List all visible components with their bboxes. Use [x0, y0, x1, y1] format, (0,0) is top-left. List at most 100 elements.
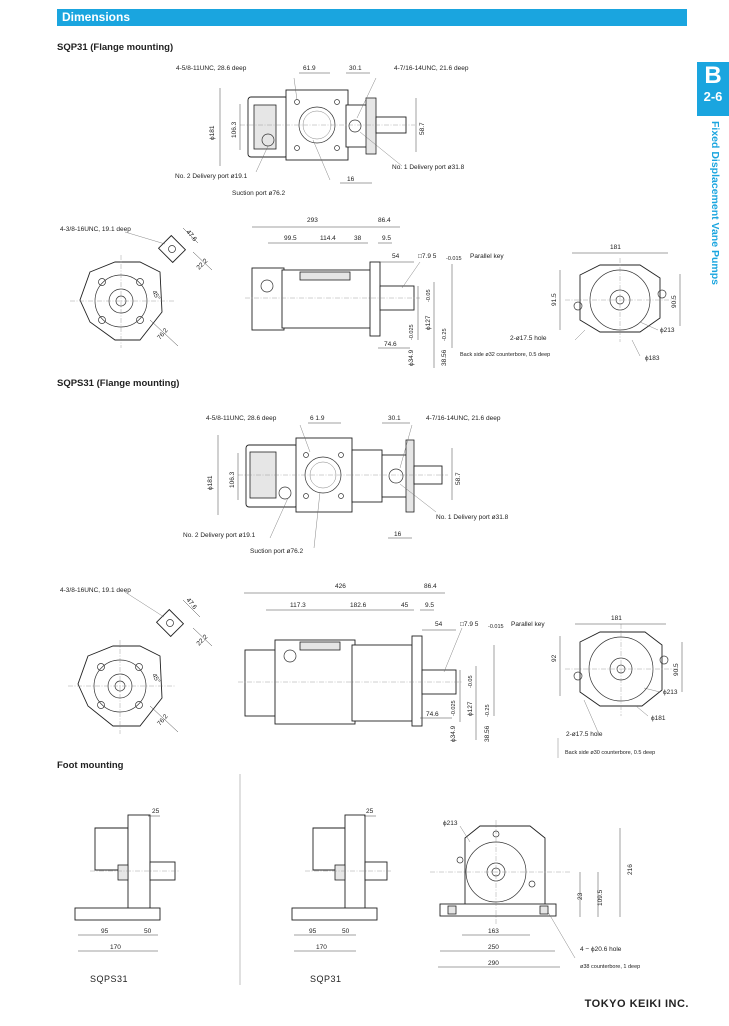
sqp31-tap1: 4-5/8-11UNC, 28.6 deep	[176, 65, 247, 72]
sqp31-dim-91-5: 91.5	[551, 293, 558, 306]
sqps31-dim-182-6: 182.6	[350, 602, 367, 609]
foot-left-d95: 95	[101, 928, 109, 935]
sqps31-tap2: 4-7/16-14UNC, 21.6 deep	[426, 415, 501, 422]
sqps31-key-tol: -0.015	[488, 624, 504, 630]
foot-front-view: ϕ213 216 109.5 23 163 250 290 4 − ϕ20.6 …	[430, 820, 640, 970]
sqps31-dim-phi127: ϕ127	[467, 701, 474, 716]
sqp31-dim-114-4: 114.4	[320, 235, 336, 242]
chapter-page: 2-6	[703, 89, 723, 104]
foot-mid-d95: 95	[309, 928, 317, 935]
sqps31-dim-38-56-tol: -0.25	[485, 704, 491, 717]
foot-right-d163: 163	[488, 928, 499, 935]
sqps31-dim-38-56: 38.56	[484, 725, 491, 742]
sqp31-title: SQP31 (Flange mounting)	[57, 42, 174, 53]
sqps31-dim-74-6: 74.6	[426, 711, 439, 718]
sqps31-dim-45b: 45	[401, 602, 409, 609]
sqp31-dim-61-9: 61.9	[303, 65, 316, 72]
sqp31-tap2: 4-7/16-14UNC, 21.6 deep	[394, 65, 469, 72]
foot-right-counterbore: ø38 counterbore, 1 deep	[580, 964, 640, 970]
sqps31-dim-phi34-9-tol: -0.025	[451, 700, 457, 716]
foot-mid-d25: 25	[366, 808, 374, 815]
sqp31-key: □7.9 5	[418, 253, 437, 260]
sqps31-dim-86-4: 86.4	[424, 583, 437, 590]
sqps31-dim-22-2: 22.2	[195, 633, 209, 647]
foot-right-d250: 250	[488, 944, 499, 951]
sqp31-hole: 2-ø17.5 hole	[510, 335, 547, 342]
sqps31-dim-92: 92	[551, 654, 558, 662]
foot-left-d170: 170	[110, 944, 121, 951]
sqp31-delivery2: No. 2 Delivery port ø19.1	[175, 173, 248, 180]
sqps31-hole: 2-ø17.5 hole	[566, 731, 603, 738]
sqps31-tap1: 4-5/8-11UNC, 28.6 deep	[206, 415, 277, 422]
sqps31-dim-phi181b: ϕ181	[651, 715, 666, 722]
foot-mounting-title: Foot mounting	[57, 760, 124, 771]
sqp31-dim-86-4: 86.4	[378, 217, 391, 224]
sqps31-dim-16: 16	[394, 531, 402, 538]
sqp31-side-view: 293 86.4 99.5 114.4 38 9.5 54 □7.9 5 -0.…	[245, 217, 504, 368]
sqp31-dim-74-6: 74.6	[384, 341, 397, 348]
foot-mid-d170: 170	[316, 944, 327, 951]
sqps31-key: □7.9 5	[460, 621, 479, 628]
sqp31-dim-38-56-tol: -0.25	[442, 328, 448, 341]
sqp31-dim-22-2: 22.2	[195, 257, 209, 271]
sqps31-dim-54: 54	[435, 621, 443, 628]
sqps31-title: SQPS31 (Flange mounting)	[57, 378, 180, 389]
foot-left-d25: 25	[152, 808, 160, 815]
section-header-bar: Dimensions	[57, 9, 687, 26]
sqps31-dim-76-2: 76.2	[156, 713, 170, 727]
sqp31-dim-9-5: 9.5	[382, 235, 391, 242]
foot-right-d290: 290	[488, 960, 499, 967]
sqps31-rear-flange: 181 92 90.5 ϕ213 ϕ181 2-ø17.5 hole Back …	[551, 615, 683, 758]
company-name: TOKYO KEIKI INC.	[584, 998, 689, 1010]
sqp31-dim-90-5: 90.5	[671, 295, 678, 308]
sqp31-dim-phi181: ϕ181	[209, 125, 216, 140]
sqps31-dim-47-6: 47.6	[184, 597, 198, 611]
sqps31-dim-9-5: 9.5	[425, 602, 434, 609]
sqps31-dim-426: 426	[335, 583, 346, 590]
sqp31-dim-181: 181	[610, 244, 621, 251]
sqp31-suction: Suction port ø76.2	[232, 190, 285, 197]
sqps31-key-label: Parallel key	[511, 621, 545, 628]
foot-right-phi213: ϕ213	[443, 820, 458, 827]
foot-mid-d50: 50	[342, 928, 350, 935]
sqp31-rear-flange: 181 91.5 90.5 2-ø17.5 hole Back side ø32…	[460, 244, 681, 362]
sqps31-dim-117-3: 117.3	[290, 602, 306, 609]
foot-right-hole: 4 − ϕ20.6 hole	[580, 946, 622, 953]
sqps31-dim-30-1: 30.1	[388, 415, 401, 422]
sqps31-dim-90-5: 90.5	[673, 663, 680, 676]
sqp31-dim-293: 293	[307, 217, 318, 224]
foot-left-caption: SQPS31	[90, 974, 128, 984]
sqp31-tap3: 4-3/8-16UNC, 19.1 deep	[60, 226, 131, 233]
foot-right-d109-5: 109.5	[597, 889, 604, 906]
foot-right-d216: 216	[627, 864, 634, 875]
sqps31-tap3: 4-3/8-16UNC, 19.1 deep	[60, 587, 131, 594]
sqp31-dim-phi213: ϕ213	[660, 327, 675, 334]
chapter-letter: B	[704, 62, 722, 89]
sqps31-dim-phi213: ϕ213	[663, 689, 678, 696]
sqp31-dim-38: 38	[354, 235, 362, 242]
chapter-tab: B 2-6	[697, 62, 729, 116]
sqp31-dim-106-3: 106.3	[231, 121, 238, 138]
foot-mid-caption: SQP31	[310, 974, 342, 984]
sqps31-front-flange: 4-3/8-16UNC, 19.1 deep 47.6 22.2 45° 76.…	[60, 587, 213, 734]
foot-sqp31-view: 25 95 50 170 SQP31	[291, 808, 392, 984]
sqp31-delivery1: No. 1 Delivery port ø31.8	[392, 164, 465, 171]
sqp31-dim-58-7: 58.7	[419, 122, 426, 135]
sqps31-counterbore: Back side ø30 counterbore, 0.5 deep	[565, 750, 655, 756]
sqps31-dim-106-3: 106.3	[229, 471, 236, 488]
sqps31-side-view: 426 86.4 117.3 182.6 45 9.5 54 □7.9 5 -0…	[238, 583, 545, 742]
sqps31-dim-phi34-9: ϕ34.9	[450, 725, 457, 742]
sqp31-dim-phi183: ϕ183	[645, 355, 660, 362]
foot-sqps31-view: 25 95 50 170 SQPS31	[74, 808, 180, 984]
sqp31-dim-phi34-9: ϕ34.9	[408, 349, 415, 366]
sqp31-key-tol: -0.015	[446, 256, 462, 262]
sqp31-dim-phi127: ϕ127	[425, 315, 432, 330]
sqp31-front-flange: 4-3/8-16UNC, 19.1 deep 47.6 22.2 45° 76.…	[60, 226, 213, 348]
foot-left-d50: 50	[144, 928, 152, 935]
sqp31-dim-phi127-tol: -0.05	[426, 289, 432, 302]
sqps31-top-view: 4-5/8-11UNC, 28.6 deep 6 1.9 30.1 4-7/16…	[183, 415, 509, 555]
sqps31-delivery2: No. 2 Delivery port ø19.1	[183, 532, 256, 539]
foot-right-d23: 23	[577, 892, 584, 900]
sqp31-dim-phi34-9-tol: -0.025	[409, 324, 415, 340]
